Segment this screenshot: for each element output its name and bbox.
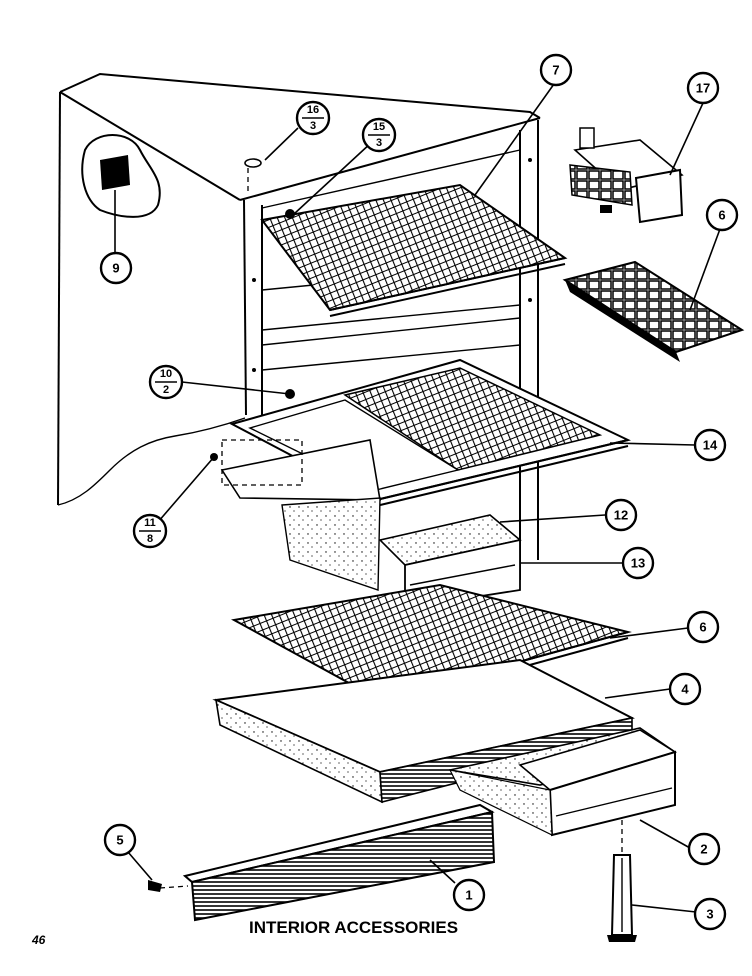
callout-2-label: 2 <box>700 842 707 857</box>
fraction-10-bottom: 2 <box>163 384 169 396</box>
leveling-leg <box>607 820 637 942</box>
crisper-pan <box>220 439 381 591</box>
callout-5: 5 <box>103 823 137 857</box>
fraction-callout-10-2: 10 2 <box>148 364 184 400</box>
callout-17: 17 <box>686 71 720 105</box>
leader-lines <box>114 83 721 913</box>
fraction-callout-15-3: 15 3 <box>361 117 397 153</box>
callout-7: 7 <box>539 53 573 87</box>
callout-3: 3 <box>693 897 727 931</box>
callout-4-label: 4 <box>681 682 689 697</box>
fraction-10-top: 10 <box>160 368 172 380</box>
callout-14: 14 <box>693 428 727 462</box>
callout-1: 1 <box>452 878 486 912</box>
bottom-drawer <box>448 727 677 837</box>
callout-5-label: 5 <box>116 833 123 848</box>
ice-cube-tray <box>562 260 745 362</box>
callout-7-label: 7 <box>552 63 559 78</box>
callout-2: 2 <box>687 832 721 866</box>
callout-6-ice-tray-label: 6 <box>718 208 725 223</box>
callout-6-shelf: 6 <box>686 610 720 644</box>
callout-6-shelf-label: 6 <box>699 620 706 635</box>
callout-12: 12 <box>604 498 638 532</box>
fraction-16-top: 16 <box>307 104 319 116</box>
control-panel <box>81 134 161 218</box>
refrigerator-cabinet <box>57 72 541 580</box>
fraction-callout-11-8: 11 8 <box>132 513 168 549</box>
callout-4: 4 <box>668 672 702 706</box>
fraction-11-bottom: 8 <box>147 533 153 545</box>
callout-12-label: 12 <box>614 508 628 523</box>
fraction-15-bottom: 3 <box>376 137 382 149</box>
ice-maker <box>569 127 684 224</box>
callout-6-ice-tray: 6 <box>705 198 739 232</box>
fraction-11-top: 11 <box>144 517 156 529</box>
fraction-callout-16-3: 16 3 <box>295 100 331 136</box>
diagram-title: INTERIOR ACCESSORIES <box>249 918 458 937</box>
base-grille <box>148 803 496 922</box>
callout-9: 9 <box>99 251 133 285</box>
callout-1-label: 1 <box>465 888 472 903</box>
callout-3-label: 3 <box>706 907 713 922</box>
callout-9-label: 9 <box>112 261 119 276</box>
callout-13-label: 13 <box>631 556 645 571</box>
fraction-15-top: 15 <box>373 121 385 133</box>
callout-14-label: 14 <box>703 438 718 453</box>
page-number: 46 <box>31 933 46 947</box>
callout-17-label: 17 <box>696 81 710 96</box>
fraction-16-bottom: 3 <box>310 120 316 132</box>
callout-13: 13 <box>621 546 655 580</box>
upper-wire-shelf <box>260 183 568 317</box>
